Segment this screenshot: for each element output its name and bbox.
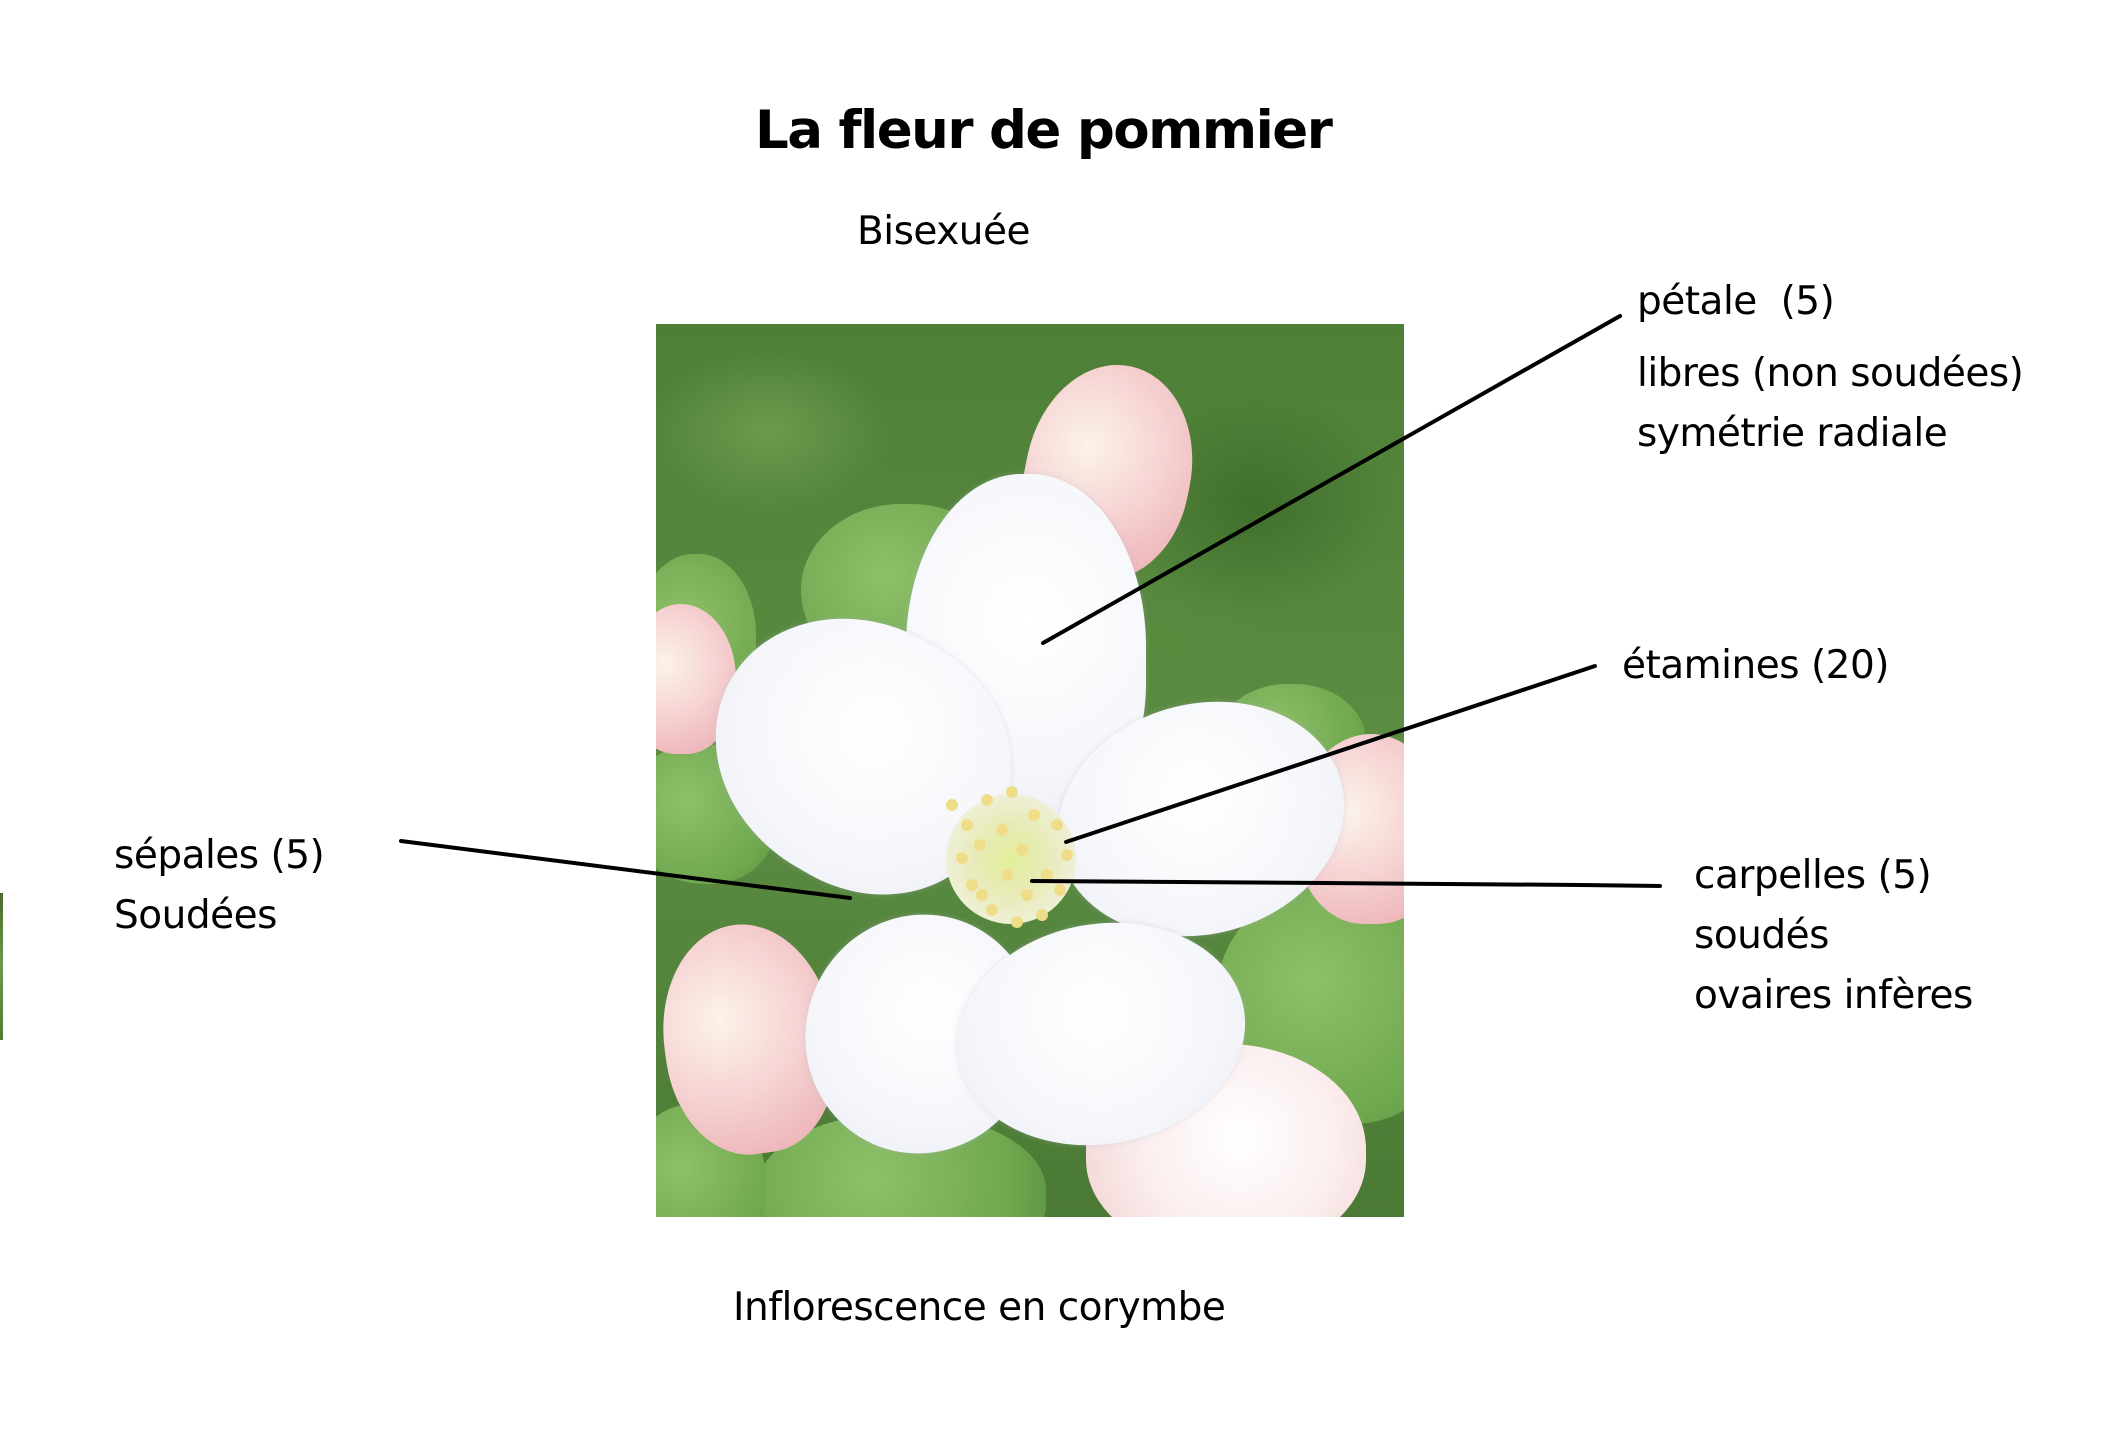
label-carpelles: carpelles (5) soudés ovaires infères	[1694, 856, 1973, 1036]
label-etamines: étamines (20)	[1622, 643, 1890, 706]
label-petale-libres: libres (non soudées)	[1637, 351, 2024, 396]
label-petale-symetrie: symétrie radiale	[1637, 411, 1948, 456]
label-sepales: sépales (5) Soudées	[114, 833, 325, 956]
label-carpelles-count: carpelles (5)	[1694, 853, 1932, 898]
label-petale: pétale (5) libres (non soudées) symétrie…	[1637, 279, 2024, 474]
label-etamines-count: étamines (20)	[1622, 643, 1890, 688]
apple-blossom-photo	[656, 324, 1404, 1217]
label-petale-count: pétale (5)	[1637, 279, 1835, 324]
subtitle-bisexuee: Bisexuée	[857, 209, 1031, 254]
edge-image-fragment	[0, 893, 3, 1040]
page-title: La fleur de pommier	[755, 100, 1333, 161]
label-sepales-soudees: Soudées	[114, 893, 277, 938]
label-sepales-count: sépales (5)	[114, 833, 325, 878]
label-carpelles-soudes: soudés	[1694, 913, 1829, 958]
caption-inflorescence: Inflorescence en corymbe	[733, 1285, 1226, 1330]
label-carpelles-ovaires: ovaires infères	[1694, 973, 1973, 1018]
